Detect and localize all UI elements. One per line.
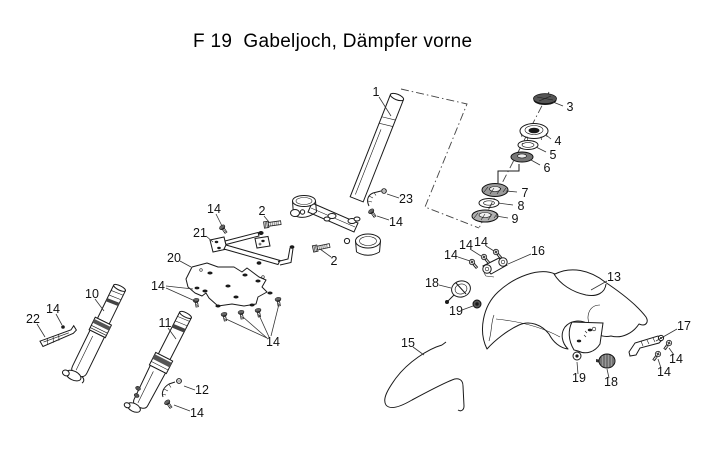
- steering-stem-part-1: [349, 92, 405, 203]
- clamp-strip-part-22: [39, 324, 77, 348]
- part-labels: 1 3 4 5 6 7 8 9 23 14 2 2 14 21 20 14 14…: [26, 85, 691, 420]
- bracket-part-21: [209, 231, 295, 266]
- part-label-16: 16: [531, 244, 545, 258]
- screw-part-14: [479, 252, 492, 265]
- part-label-14: 14: [207, 202, 221, 216]
- part-label-14: 14: [46, 302, 60, 316]
- fender-part-13: [482, 269, 648, 354]
- part-label-2: 2: [331, 254, 338, 268]
- part-label-9: 9: [512, 212, 519, 226]
- part-label-10: 10: [85, 287, 99, 301]
- screw-dot-part-14: [61, 325, 65, 329]
- part-label-14: 14: [190, 406, 204, 420]
- part-label-15: 15: [401, 336, 415, 350]
- adjust-nut-part-4: [519, 123, 549, 141]
- bracket-part-17: [628, 334, 665, 357]
- disc-part-18-left: [445, 280, 471, 304]
- part-label-21: 21: [193, 226, 207, 240]
- nut-part-19-left: [472, 299, 482, 309]
- part-label-8: 8: [518, 199, 525, 213]
- screw-part-14: [192, 297, 201, 308]
- part-label-14: 14: [474, 235, 488, 249]
- part-label-14: 14: [151, 279, 165, 293]
- screw-part-14: [254, 307, 263, 318]
- bolt-part-2: [311, 241, 331, 253]
- screw-part-14: [467, 257, 480, 270]
- seal-ring-part-8: [478, 198, 500, 208]
- part-label-14: 14: [459, 238, 473, 252]
- part-label-2: 2: [259, 204, 266, 218]
- part-label-13: 13: [607, 270, 621, 284]
- page-title: F 19 Gabeljoch, Dämpfer vorne: [193, 31, 473, 52]
- part-label-19: 19: [572, 371, 586, 385]
- part-label-11: 11: [159, 316, 172, 330]
- part-label-14: 14: [389, 215, 403, 229]
- part-label-19: 19: [449, 304, 463, 318]
- part-label-23: 23: [399, 192, 413, 206]
- washer-part-19-right: [572, 351, 582, 361]
- cable-guide-part-23: [367, 188, 387, 207]
- guard-plate-part-20: [185, 262, 273, 308]
- part-label-7: 7: [522, 186, 529, 200]
- part-label-6: 6: [544, 161, 551, 175]
- screw-part-14: [218, 223, 229, 235]
- cable-part-15: [384, 341, 465, 412]
- part-label-14: 14: [444, 248, 458, 262]
- cap-nut-part-3: [533, 93, 557, 105]
- part-label-17: 17: [677, 319, 691, 333]
- screw-part-14: [491, 247, 504, 260]
- part-label-14: 14: [657, 365, 671, 379]
- bearing-cone-part-6: [510, 151, 534, 163]
- screw-part-14: [651, 349, 663, 363]
- bearing-race-part-9: [471, 209, 499, 223]
- screw-part-14: [163, 398, 174, 410]
- screw-part-14: [367, 207, 378, 219]
- part-label-3: 3: [567, 100, 574, 114]
- part-label-22: 22: [26, 312, 40, 326]
- bracket-part-12: [161, 378, 182, 398]
- part-label-5: 5: [550, 148, 557, 162]
- lower-yoke: [290, 195, 381, 256]
- link-bracket-part-16: [482, 257, 508, 278]
- part-label-1: 1: [373, 85, 380, 99]
- part-label-18: 18: [604, 375, 618, 389]
- ball-bearing-part-7: [481, 183, 509, 197]
- part-label-14: 14: [266, 335, 280, 349]
- screw-part-14: [220, 311, 229, 322]
- o-ring-part-5: [517, 140, 539, 150]
- fork-leg-part-10: [61, 283, 127, 384]
- part-label-18: 18: [425, 276, 439, 290]
- fork-leg-part-11: [123, 310, 193, 413]
- knurled-disc-part-18-right: [596, 353, 616, 369]
- part-label-12: 12: [195, 383, 209, 397]
- screw-part-14: [662, 338, 674, 352]
- part-label-4: 4: [555, 134, 562, 148]
- leader-lines: [36, 96, 678, 412]
- plate-screw-marks: [194, 268, 273, 308]
- part-label-20: 20: [167, 251, 181, 265]
- bolt-part-2: [263, 219, 282, 229]
- part-label-14: 14: [669, 352, 683, 366]
